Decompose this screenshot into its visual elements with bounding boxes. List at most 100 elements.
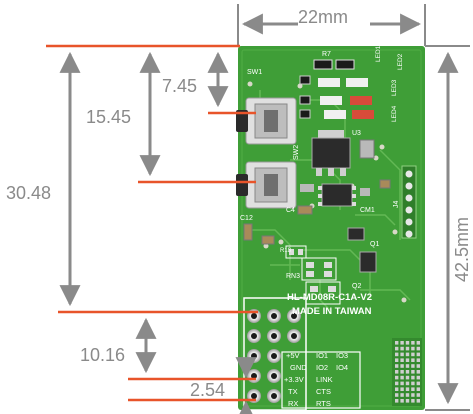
qfn-pad bbox=[395, 352, 399, 357]
label-width: 22mm bbox=[298, 7, 348, 27]
label-q2: Q2 bbox=[352, 283, 361, 290]
qfn-pad bbox=[405, 346, 410, 351]
qfn-pad bbox=[416, 341, 420, 345]
label-r18: R18 bbox=[280, 248, 292, 254]
qfn-pad bbox=[400, 346, 404, 351]
label-u3: U3 bbox=[352, 130, 361, 137]
header-pin-hole-4-1 bbox=[271, 393, 277, 399]
qfn-pad bbox=[411, 387, 415, 391]
capacitors bbox=[243, 179, 391, 245]
qfn-pad bbox=[411, 370, 415, 374]
qfn-pad bbox=[416, 393, 420, 397]
pin-label-2-1: LINK bbox=[316, 375, 333, 384]
qfn-pad bbox=[405, 341, 410, 345]
resistor-networks bbox=[285, 227, 377, 305]
qfn-pad bbox=[405, 364, 410, 368]
qfn-pad bbox=[416, 346, 420, 351]
qfn-pad bbox=[416, 375, 420, 380]
qfn-pad bbox=[395, 393, 399, 397]
header-pin-hole-2-1 bbox=[271, 353, 277, 359]
header-pin-hole-0-2 bbox=[291, 313, 297, 319]
switch-sw2 bbox=[236, 161, 297, 209]
qfn-pad bbox=[400, 341, 404, 345]
label-led1: LED1 bbox=[375, 45, 382, 62]
qfn-pad bbox=[395, 370, 399, 374]
qfn-pad bbox=[400, 358, 404, 362]
label-header-span: 10.16 bbox=[80, 345, 125, 365]
header-pin-hole-0-1 bbox=[271, 313, 277, 319]
label-j4: J4 bbox=[393, 201, 400, 209]
qfn-pad bbox=[411, 393, 415, 397]
marker-lines bbox=[46, 44, 258, 402]
label-height: 42.5mm bbox=[452, 217, 472, 282]
qfn-pad bbox=[395, 358, 399, 362]
label-c12: C12 bbox=[240, 215, 253, 222]
header-pin-hole-2-0 bbox=[251, 353, 257, 359]
label-c4: C4 bbox=[286, 207, 295, 214]
qfn-pad bbox=[395, 364, 399, 368]
qfn-pad bbox=[400, 375, 404, 380]
qfn-pad bbox=[395, 341, 399, 345]
label-sw2: SW2 bbox=[293, 145, 300, 160]
pin-label-2-0: +3.3V bbox=[284, 375, 304, 384]
qfn-pad bbox=[400, 364, 404, 368]
pin-label-3-0: TX bbox=[288, 387, 298, 396]
label-r7: R7 bbox=[322, 51, 331, 58]
qfn-pad bbox=[411, 381, 415, 386]
qfn-pad bbox=[405, 399, 410, 403]
qfn-pad bbox=[416, 352, 420, 357]
qfn-pad bbox=[411, 341, 415, 345]
label-q1: Q1 bbox=[370, 241, 379, 248]
qfn-pad bbox=[416, 370, 420, 374]
led-array bbox=[299, 75, 374, 119]
header-pin-hole-1-0 bbox=[251, 333, 257, 339]
qfn-pad bbox=[400, 370, 404, 374]
qfn-pad bbox=[395, 375, 399, 380]
label-header-offset: 30.48 bbox=[6, 183, 51, 203]
qfn-pad bbox=[411, 358, 415, 362]
qfn-pad bbox=[395, 346, 399, 351]
qfn-pad bbox=[395, 381, 399, 386]
qfn-pad bbox=[405, 370, 410, 374]
pin-label-1-0: GND bbox=[290, 363, 307, 372]
qfn-pad bbox=[405, 375, 410, 380]
header-pin-hole-1-1 bbox=[271, 333, 277, 339]
qfn-pad bbox=[400, 387, 404, 391]
pin-label-4-0: RX bbox=[288, 399, 298, 408]
main-header bbox=[243, 297, 361, 411]
qfn-pad bbox=[411, 352, 415, 357]
label-sw1: SW1 bbox=[247, 69, 262, 76]
qfn-pad bbox=[405, 381, 410, 386]
qfn-pad bbox=[400, 393, 404, 397]
switch-sw1 bbox=[236, 97, 297, 145]
qfn-pad bbox=[411, 375, 415, 380]
qfn-pads bbox=[392, 338, 422, 406]
qfn-pad bbox=[411, 399, 415, 403]
qfn-pad bbox=[411, 346, 415, 351]
label-led2: LED2 bbox=[397, 53, 404, 70]
dimension-arrows bbox=[59, 13, 459, 414]
label-led4: LED4 bbox=[391, 105, 398, 122]
label-led3: LED3 bbox=[391, 79, 398, 96]
pin-label-0-1: IO1 bbox=[316, 351, 328, 360]
pin-label-0-0: +5V bbox=[286, 351, 300, 360]
qfn-pad bbox=[405, 358, 410, 362]
dimension-labels: 22mm 42.5mm 7.45 15.45 30.48 10.16 2.54 bbox=[4, 6, 472, 400]
label-rn3: RN3 bbox=[286, 273, 300, 280]
silkscreen-labels: SW1 SW2 R7 LED1 LED2 LED3 LED4 U3 C4 C12… bbox=[240, 45, 404, 408]
pin-label-3-1: CTS bbox=[316, 387, 331, 396]
qfn-pad bbox=[400, 381, 404, 386]
header-pin-hole-3-1 bbox=[271, 373, 277, 379]
qfn-pad bbox=[405, 352, 410, 357]
pin-label-0-2: IO3 bbox=[336, 351, 348, 360]
extension-lines bbox=[237, 4, 470, 411]
qfn-pad bbox=[416, 381, 420, 386]
qfn-pad bbox=[400, 399, 404, 403]
label-cm1: CM1 bbox=[360, 207, 375, 214]
chip-cm1 bbox=[300, 183, 370, 207]
qfn-pad bbox=[405, 387, 410, 391]
pin-label-1-2: IO4 bbox=[336, 363, 348, 372]
qfn-pad bbox=[416, 399, 420, 403]
